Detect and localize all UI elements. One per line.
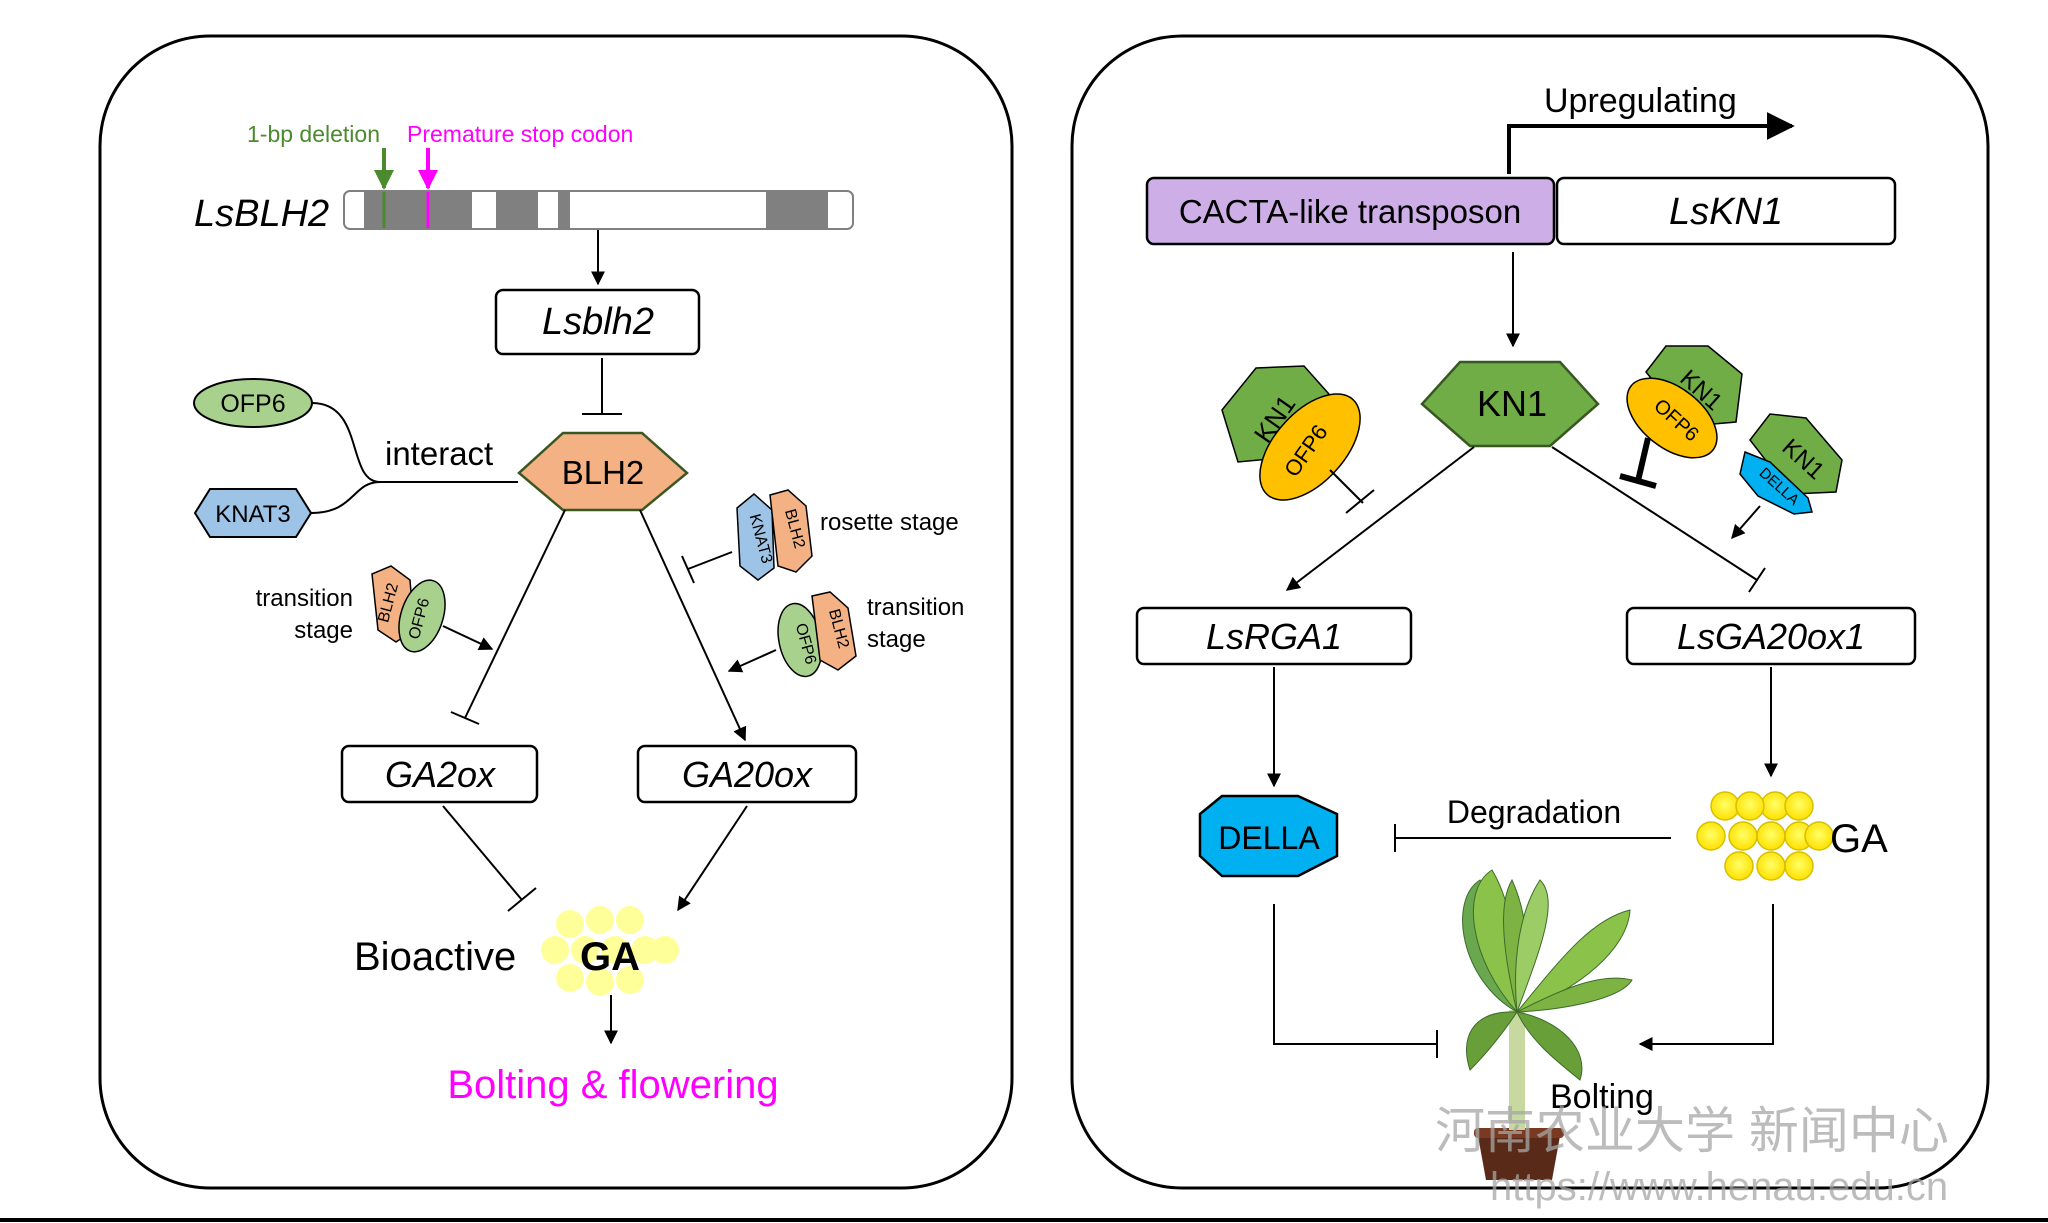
outcome-label: Bolting & flowering xyxy=(447,1063,778,1107)
kn1-ofp6-complex-left: KN1 OFP6 xyxy=(1221,365,1361,501)
watermark-cn: 河南农业大学 新闻中心 xyxy=(1435,1103,1949,1159)
transposon-box xyxy=(1145,176,1556,246)
left-complex-inhibition xyxy=(1329,469,1375,514)
watermark-url: https://www.henau.edu.cn xyxy=(1490,1165,1948,1209)
lettuce-plant-image xyxy=(1462,869,1633,1180)
ga-promotes-bolting xyxy=(1638,904,1774,1051)
rosette-inhibition xyxy=(681,551,733,584)
blh2-activates-ga20ox xyxy=(639,509,747,742)
mutant-gene-label: Lsblh2 xyxy=(542,301,654,343)
knat3-node xyxy=(193,488,313,538)
lsrga1-label: LsRGA1 xyxy=(1206,616,1342,657)
mutant-inhibits-blh2 xyxy=(582,358,622,415)
kn1-activates-lsrga1 xyxy=(1285,446,1475,591)
stop-codon-label: Premature stop codon xyxy=(407,121,633,147)
kn1-ofp6-complex-right: KN1 OFP6 xyxy=(1626,345,1743,459)
blh2-node xyxy=(517,431,689,512)
upregulating-label: Upregulating xyxy=(1544,82,1737,120)
kn1-inhibits-lsga20ox1 xyxy=(1551,446,1766,593)
transition-label-left: transition xyxy=(256,585,353,612)
deletion-label: 1-bp deletion xyxy=(247,121,380,147)
mutant-gene-box xyxy=(494,288,701,356)
ga-cluster-right xyxy=(1696,791,1834,881)
blh2-inhibits-ga2ox xyxy=(450,509,566,725)
ga-label-right: GA xyxy=(1830,817,1888,861)
blh2-ofp6-complex-left: BLH2 OFP6 xyxy=(371,565,446,653)
ga2ox-label: GA2ox xyxy=(385,754,497,795)
knat3-interaction-line xyxy=(310,481,381,514)
knat3-label: KNAT3 xyxy=(215,501,291,528)
ofp6-blh2-complex-right: OFP6 BLH2 xyxy=(777,591,857,678)
lskn1-box xyxy=(1555,176,1897,246)
bioactive-ga-cluster xyxy=(541,906,679,996)
ga20ox-activates-ga xyxy=(677,805,748,912)
ga-degrades-della xyxy=(1394,824,1671,852)
ga2ox-inhibits-ga xyxy=(442,805,537,912)
gene-structure xyxy=(343,190,854,230)
lsrga1-box xyxy=(1135,606,1413,666)
right-panel-frame xyxy=(1070,34,1990,1190)
transition-right-arrow xyxy=(727,649,777,673)
ofp6-interaction-line xyxy=(311,402,518,483)
della-inhibits-bolting xyxy=(1273,904,1438,1058)
bioactive-label: Bioactive xyxy=(354,935,516,979)
degradation-label: Degradation xyxy=(1447,794,1621,830)
knat3-blh2-complex: KNAT3 BLH2 xyxy=(736,489,813,581)
gene-name: LsBLH2 xyxy=(194,193,329,235)
bioactive-ga-label: GA xyxy=(580,935,640,979)
rosette-stage-label: rosette stage xyxy=(820,509,959,536)
right-complex-inhibition xyxy=(1619,437,1657,489)
lsga20ox1-label: LsGA20ox1 xyxy=(1677,616,1865,657)
transition-left-arrow xyxy=(442,625,494,650)
della-label: DELLA xyxy=(1218,820,1320,856)
ga2ox-box xyxy=(340,744,539,804)
kn1-label: KN1 xyxy=(1477,383,1547,424)
lskn1-label: LsKN1 xyxy=(1669,191,1783,233)
transition-label-right: transition xyxy=(867,594,964,621)
ga20ox-box xyxy=(636,744,858,804)
transposon-label: CACTA-like transposon xyxy=(1179,193,1521,230)
kn1-della-arrow xyxy=(1731,505,1761,540)
ofp6-label: OFP6 xyxy=(220,390,285,418)
ga20ox-label: GA20ox xyxy=(682,754,814,795)
blh2-label: BLH2 xyxy=(562,454,645,491)
stage-label-left: stage xyxy=(294,617,353,644)
interact-label: interact xyxy=(385,435,493,472)
upregulating-arrow xyxy=(1507,112,1795,174)
kn1-node xyxy=(1420,360,1600,448)
kn1-della-complex: KN1 DELLA xyxy=(1739,413,1843,515)
left-panel-frame xyxy=(98,34,1014,1190)
della-node xyxy=(1198,794,1339,878)
bolting-label: Bolting xyxy=(1550,1078,1654,1116)
stage-label-right: stage xyxy=(867,626,926,653)
lsga20ox1-box xyxy=(1625,606,1917,666)
